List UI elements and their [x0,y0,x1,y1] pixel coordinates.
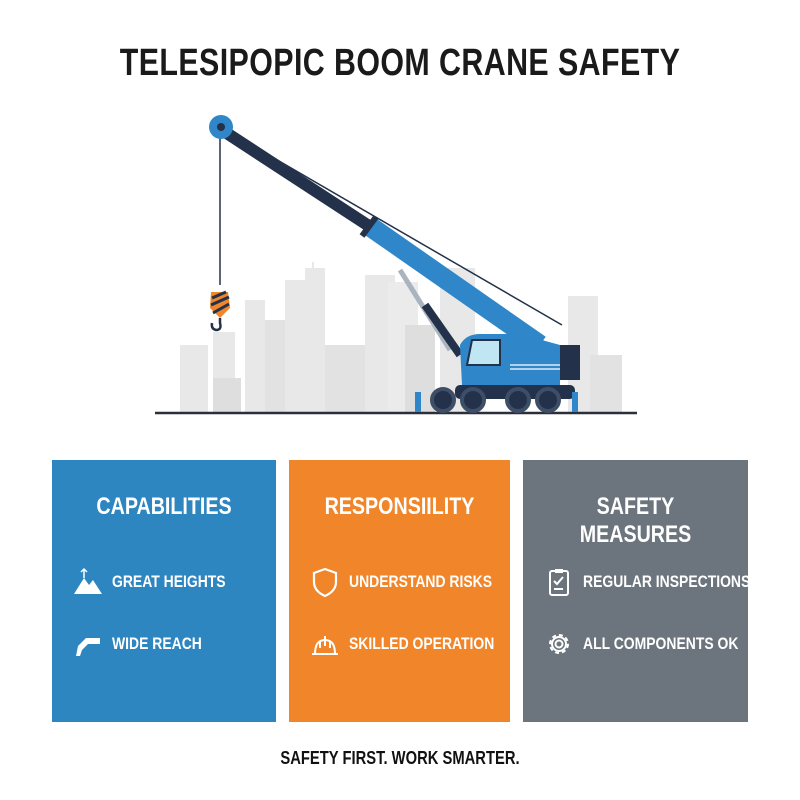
list-item: WIDE REACH [72,629,270,659]
panel-heading: RESPONSIILITY [324,493,475,520]
footer-tagline: SAFETY FIRST. WORK SMARTER. [280,748,520,768]
panel-heading: SAFETY MEASURES [579,493,692,548]
clipboard-check-icon [549,569,569,596]
shield-icon [312,567,338,598]
list-item: ALL COMPONENTS OK [543,629,742,659]
crane [209,115,580,413]
panel-responsibility: RESPONSIILITY UNDERSTAND RISKS SKILLED O… [289,460,510,722]
city-skyline [180,262,622,413]
hard-hat-icon [312,636,338,655]
crane-illustration [155,115,637,415]
boom-arm-icon [76,638,100,656]
hook-icon [210,290,230,332]
mountain-icon [74,567,102,594]
wheels [430,387,561,413]
page-title: TELESIPOPIC BOOM CRANE SAFETY [119,42,681,84]
panel-capabilities: CAPABILITIES GREAT HEIGHTS WIDE REACH [52,460,276,722]
panel-heading: CAPABILITIES [96,493,232,520]
list-item: REGULAR INSPECTIONS [543,567,750,597]
list-item: GREAT HEIGHTS [72,567,270,597]
list-item: UNDERSTAND RISKS [309,567,504,598]
cab-window [465,339,501,366]
gear-icon [549,634,569,654]
list-item: SKILLED OPERATION [309,629,504,659]
panel-safety-measures: SAFETY MEASURES REGULAR INSPECTIONS ALL … [523,460,750,722]
